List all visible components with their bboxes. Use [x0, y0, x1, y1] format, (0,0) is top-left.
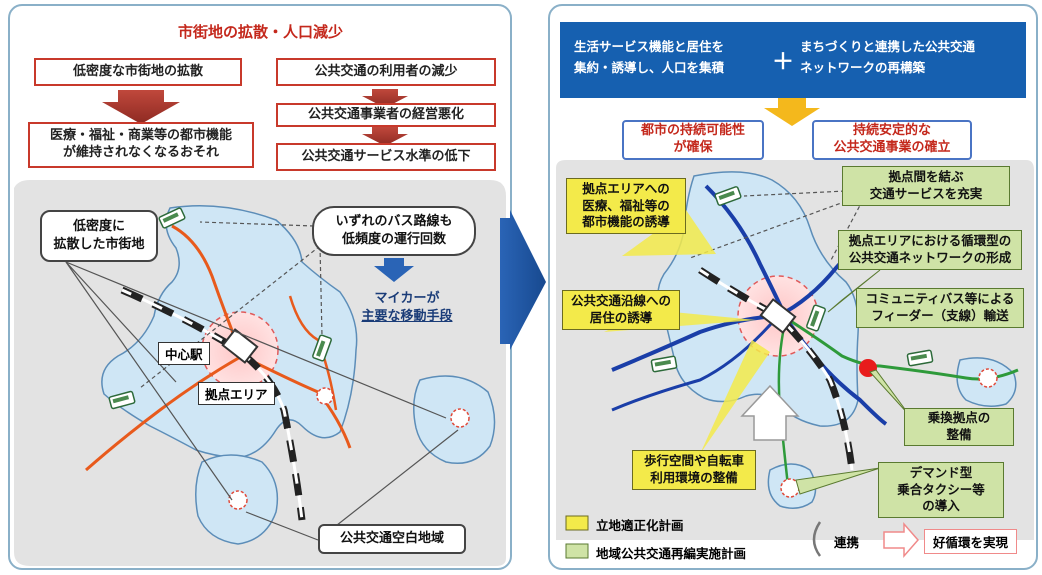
banner-right-line1: まちづくりと連携した公共交通 — [800, 39, 976, 54]
box-service: 公共交通サービス水準の低下 — [276, 143, 496, 171]
right-bus-icon-3 — [650, 355, 678, 373]
banner-right-line2: ネットワークの再構築 — [800, 60, 926, 76]
measure-residence-line1: 公共交通沿線への — [570, 293, 671, 309]
legend-brace-arrow — [812, 521, 822, 557]
measure-hub-functions: 拠点エリアへの 医療、福祉等の 都市機能の誘導 — [566, 178, 686, 234]
right-yellow-arrow — [764, 96, 820, 126]
left-bus-line-3 — [241, 354, 352, 449]
measure-demand-taxi-line3: の導入 — [922, 498, 960, 514]
measure-feeder: コミュニティバス等による フィーダー（支線）輸送 — [856, 288, 1024, 328]
right-railway — [698, 267, 856, 471]
left-bus-line-2 — [85, 354, 243, 472]
right-small-hub-1 — [978, 368, 998, 388]
measure-demand-taxi: デマンド型 乗合タクシー等 の導入 — [878, 462, 1004, 518]
banner-plus: ＋ — [772, 50, 795, 75]
measure-residence-line2: 居住の誘導 — [589, 310, 653, 325]
legend-link-label: 連携 — [834, 535, 860, 550]
measure-loop-network-line2: 公共交通ネットワークの形成 — [848, 250, 1012, 265]
callout-low-density: 低密度に 拡散した市街地 — [40, 210, 158, 262]
goal-city-line1: 都市の持続可能性 — [640, 123, 745, 139]
right-bus-icon-2 — [806, 304, 826, 332]
box-function-loss-line1: 医療・福祉・商業等の都市機能 — [49, 128, 232, 144]
left-bus-icon-2 — [312, 334, 332, 362]
left-small-hub-3 — [228, 490, 248, 510]
callout-bus-line1: いずれのバス路線も — [335, 214, 453, 230]
car-text-line1: マイカーが — [374, 291, 440, 306]
measure-transfer-line2: 整備 — [946, 427, 972, 442]
measure-link-service-line2: 交通サービスを充実 — [869, 186, 983, 201]
banner-left: 生活サービス機能と居住を 集約・誘導し、人口を集積 — [574, 36, 724, 79]
callout-bus: いずれのバス路線も 低頻度の運行回数 — [312, 206, 476, 256]
measure-residence: 公共交通沿線への 居住の誘導 — [562, 290, 680, 330]
right-bus-icon-4 — [906, 349, 934, 367]
left-car-arrow — [374, 258, 414, 282]
measure-walking: 歩行空間や自転車 利用環境の整備 — [632, 450, 756, 490]
measure-feeder-line1: コミュニティバス等による — [865, 291, 1015, 307]
banner-left-line2: 集約・誘導し、人口を集積 — [574, 60, 725, 76]
box-function-loss-line2: が維持されなくなるおそれ — [62, 145, 219, 160]
legend-yellow-swatch — [565, 515, 589, 531]
banner-left-line1: 生活サービス機能と居住を — [574, 39, 725, 54]
left-bus-icon-3 — [108, 390, 136, 410]
left-down-arrow-3 — [362, 127, 408, 146]
right-trunk-line-4 — [611, 315, 780, 412]
goal-transit-line1: 持続安定的な — [852, 123, 931, 139]
legend-yellow-label: 立地適正化計画 — [596, 518, 684, 533]
callout-bus-line2: 低頻度の運行回数 — [341, 232, 446, 247]
legend-result-label: 好循環を実現 — [924, 529, 1018, 554]
measure-transfer-line1: 乗換拠点の — [927, 410, 991, 426]
left-title: 市街地の拡散・人口減少 — [178, 23, 344, 41]
right-bus-icon-1 — [714, 186, 742, 206]
goal-city-line2: が確保 — [673, 140, 713, 155]
left-small-hub-2 — [450, 408, 470, 428]
measure-transfer: 乗換拠点の 整備 — [904, 408, 1014, 446]
goal-transit-line2: 公共交通事業の確立 — [833, 140, 951, 155]
blank-area-label: 公共交通空白地域 — [318, 524, 466, 554]
measure-link-service: 拠点間を結ぶ 交通サービスを充実 — [842, 166, 1010, 206]
callout-low-density-line1: 低密度に — [72, 219, 125, 235]
measure-feeder-line2: フィーダー（支線）輸送 — [871, 308, 1009, 323]
measure-loop-network-line1: 拠点エリアにおける循環型の — [848, 233, 1012, 249]
legend-green-label: 地域公共交通再編実施計画 — [596, 546, 747, 561]
measure-demand-taxi-line2: 乗合タクシー等 — [897, 481, 985, 497]
right-station-icon — [759, 298, 797, 334]
box-ridership: 公共交通の利用者の減少 — [276, 58, 496, 86]
measure-walking-line1: 歩行空間や自転車 — [643, 453, 744, 469]
box-operator: 公共交通事業者の経営悪化 — [276, 103, 496, 127]
transition-arrow — [500, 210, 546, 350]
left-down-arrow-2 — [362, 89, 408, 108]
station-label: 中心駅 — [158, 342, 210, 365]
box-low-density: 低密度な市街地の拡散 — [34, 58, 242, 86]
right-feeder-line-1 — [785, 316, 1019, 381]
improvement-arrow — [740, 384, 800, 441]
callout-low-density-line2: 拡散した市街地 — [53, 237, 145, 252]
left-down-arrow-1 — [102, 90, 180, 124]
policy-banner — [560, 22, 1026, 98]
banner-right: まちづくりと連携した公共交通 ネットワークの再構築 — [800, 36, 975, 79]
legend-green-swatch — [565, 543, 589, 559]
measure-demand-taxi-line1: デマンド型 — [909, 464, 973, 480]
goal-city: 都市の持続可能性 が確保 — [622, 120, 764, 160]
legend-result-arrow — [883, 522, 919, 558]
box-function-loss: 医療・福祉・商業等の都市機能 が維持されなくなるおそれ — [28, 122, 254, 168]
measure-hub-functions-line1: 拠点エリアへの — [582, 180, 670, 196]
left-station-icon — [221, 328, 259, 364]
goal-transit: 持続安定的な 公共交通事業の確立 — [812, 120, 972, 160]
measure-loop-network: 拠点エリアにおける循環型の 公共交通ネットワークの形成 — [838, 230, 1022, 270]
left-small-hub-1 — [316, 387, 334, 405]
car-text: マイカーが 主要な移動手段 — [352, 290, 462, 326]
measure-hub-functions-line2: 医療、福祉等の — [582, 197, 670, 213]
left-bus-icon-1 — [158, 207, 186, 229]
measure-link-service-line1: 拠点間を結ぶ — [888, 169, 964, 185]
right-trunk-line-2 — [611, 314, 779, 372]
measure-hub-functions-line3: 都市機能の誘導 — [582, 214, 670, 230]
hub-area-label: 拠点エリア — [198, 382, 275, 405]
car-text-line2: 主要な移動手段 — [361, 309, 453, 325]
measure-walking-line2: 利用環境の整備 — [650, 470, 738, 485]
